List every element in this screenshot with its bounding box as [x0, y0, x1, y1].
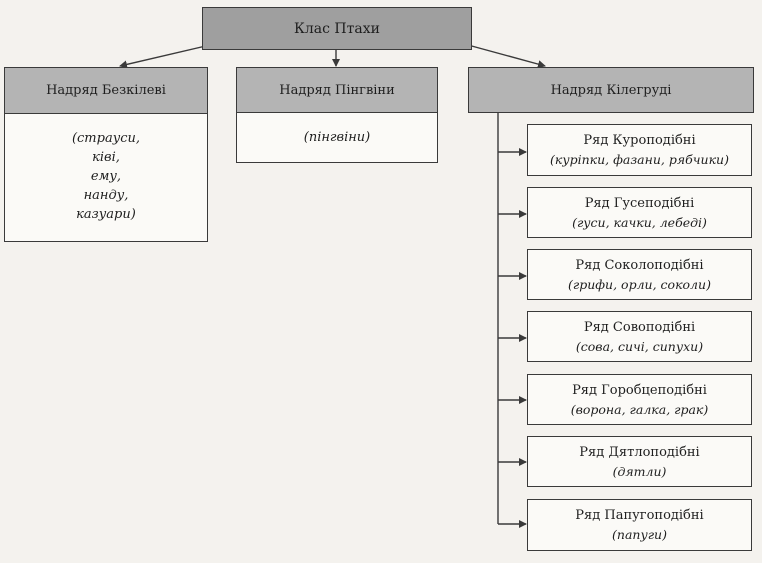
arrow-to-bezkilevi [119, 44, 211, 69]
order-box: Ряд Гусеподібні (гуси, качки, лебеді) [527, 187, 752, 238]
order-box: Ряд Папугоподібні (папуги) [527, 499, 752, 551]
order-box: Ряд Дятлоподібні (дятли) [527, 436, 752, 487]
superorder-bezkilevi-body: (страуси, ківі, ему, нанду, казуари) [4, 113, 208, 242]
order-title: Ряд Гусеподібні [584, 195, 695, 211]
superorder-pingvini-body: (пінгвіни) [236, 112, 438, 163]
order-examples: (сова, сичі, сипухи) [575, 338, 704, 354]
order-title: Ряд Горобцеподібні [572, 382, 707, 398]
superorder-kilegrudi-title: Надряд Кілегруді [550, 82, 672, 98]
order-title: Ряд Дятлоподібні [579, 444, 700, 460]
order-title: Ряд Совоподібні [583, 319, 696, 335]
order-title: Ряд Папугоподібні [575, 508, 704, 523]
order-examples: (ворона, галка, грак) [570, 401, 709, 417]
order-title: Ряд Куроподібні [583, 133, 696, 148]
order-examples: (гуси, качки, лебеді) [572, 214, 707, 230]
order-box: Ряд Совоподібні (сова, сичі, сипухи) [527, 311, 752, 362]
order-title: Ряд Соколоподібні [575, 257, 704, 273]
superorder-pingvini-title: Надряд Пінгвіни [279, 82, 395, 98]
order-examples: (папуги) [612, 527, 667, 542]
example-line: ківі, [92, 150, 120, 165]
superorder-bezkilevi-header: Надряд Безкілеві [4, 67, 208, 114]
order-examples: (курiпки, фазани, рябчики) [550, 152, 729, 167]
order-examples: (грифи, орли, соколи) [568, 276, 711, 292]
order-examples: (дятли) [612, 463, 667, 479]
order-box: Ряд Горобцеподібні (ворона, галка, грак) [527, 374, 752, 425]
order-box: Ряд Куроподібні (курiпки, фазани, рябчик… [527, 124, 752, 176]
class-node-title: Клас Птахи [294, 20, 380, 37]
example-line: казуари) [76, 207, 136, 222]
class-node: Клас Птахи [202, 7, 472, 50]
example-line: (страуси, [71, 131, 141, 146]
superorder-bezkilevi-title: Надряд Безкілеві [46, 83, 166, 98]
arrow-to-kilegrudi [467, 44, 546, 69]
order-box: Ряд Соколоподібні (грифи, орли, соколи) [527, 249, 752, 300]
example-line: (пінгвіни) [303, 130, 371, 145]
superorder-kilegrudi-header: Надряд Кілегруді [468, 67, 754, 113]
superorder-pingvini-header: Надряд Пінгвіни [236, 67, 438, 113]
example-line: нанду, [83, 188, 129, 203]
example-line: ему, [90, 169, 122, 184]
